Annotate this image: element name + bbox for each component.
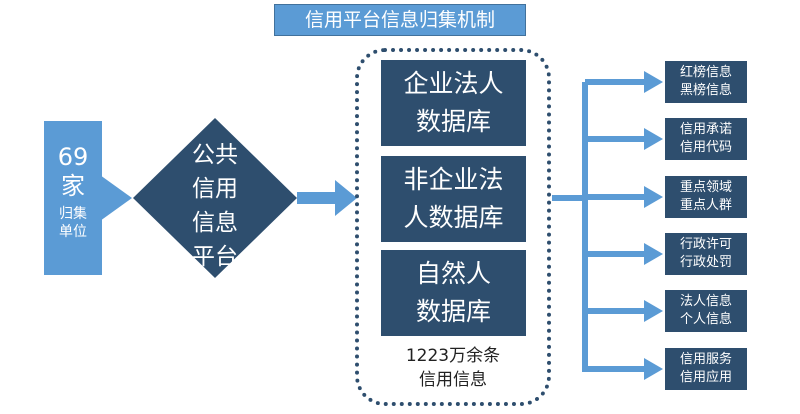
platform-line4: 平台 [192,244,238,270]
output-box-4: 行政许可 行政处罚 [665,233,747,275]
record-count: 1223万余条 信用信息 [365,344,541,400]
platform-arrow-head [335,180,357,216]
branch-shaft-5 [585,308,645,314]
output-line1: 信用服务 [679,352,732,367]
database-box-enterprise: 企业法人 数据库 [381,60,526,146]
platform-line3: 信息 [192,210,238,236]
output-line1: 行政许可 [679,237,732,252]
branch-head-1 [644,71,663,93]
branch-arrows [585,71,663,380]
branch-head-4 [644,243,663,265]
source-box: 69 家 归集 单位 [44,121,102,275]
output-line1: 法人信息 [679,294,732,309]
branch-shaft-3 [585,194,645,200]
output-line2: 黑榜信息 [679,83,732,98]
record-count-line1: 1223万余条 [405,346,501,366]
record-count-line2: 信用信息 [419,370,487,390]
output-line2: 信用代码 [679,140,732,155]
source-unit: 家 [61,172,85,200]
output-line2: 个人信息 [679,312,732,327]
db-connector [552,195,585,201]
branch-shaft-4 [585,251,645,257]
branch-head-2 [644,128,663,150]
platform-label: 公共 信用 信息 平台 [165,138,265,276]
database-line1: 自然人 [415,259,491,288]
database-line2: 人数据库 [403,203,504,232]
database-group-frame [355,48,551,406]
output-box-3: 重点领域 重点人群 [665,176,747,218]
output-box-2: 信用承诺 信用代码 [665,118,747,160]
output-box-1: 红榜信息 黑榜信息 [665,61,747,103]
database-box-non-enterprise: 非企业法 人数据库 [381,156,526,242]
output-line2: 信用应用 [679,370,732,385]
output-line1: 信用承诺 [679,122,732,137]
branch-shaft-2 [585,136,645,142]
platform-line2: 信用 [192,176,238,202]
source-label-line2: 单位 [59,224,87,240]
output-line2: 行政处罚 [679,255,732,270]
database-line1: 非企业法 [403,165,504,194]
branch-head-3 [644,186,663,208]
output-box-6: 信用服务 信用应用 [665,348,747,390]
database-box-natural-person: 自然人 数据库 [381,250,526,336]
platform-diamond [133,118,297,278]
platform-arrow-shaft [297,192,335,204]
diagram-title: 信用平台信息归集机制 [274,4,526,36]
output-line1: 红榜信息 [679,65,732,80]
output-line1: 重点领域 [679,180,732,195]
platform-line1: 公共 [192,142,238,168]
database-line2: 数据库 [415,297,491,326]
database-line2: 数据库 [415,107,491,136]
source-label-line1: 归集 [59,206,87,222]
database-line1: 企业法人 [403,69,504,98]
vertical-bus [582,82,588,372]
branch-shaft-6 [585,366,645,372]
source-number: 69 [57,143,89,171]
output-line2: 重点人群 [679,198,732,213]
source-arrow-head [100,175,132,221]
branch-head-6 [644,358,663,380]
branch-head-5 [644,300,663,322]
output-box-5: 法人信息 个人信息 [665,290,747,332]
branch-shaft-1 [585,79,645,85]
